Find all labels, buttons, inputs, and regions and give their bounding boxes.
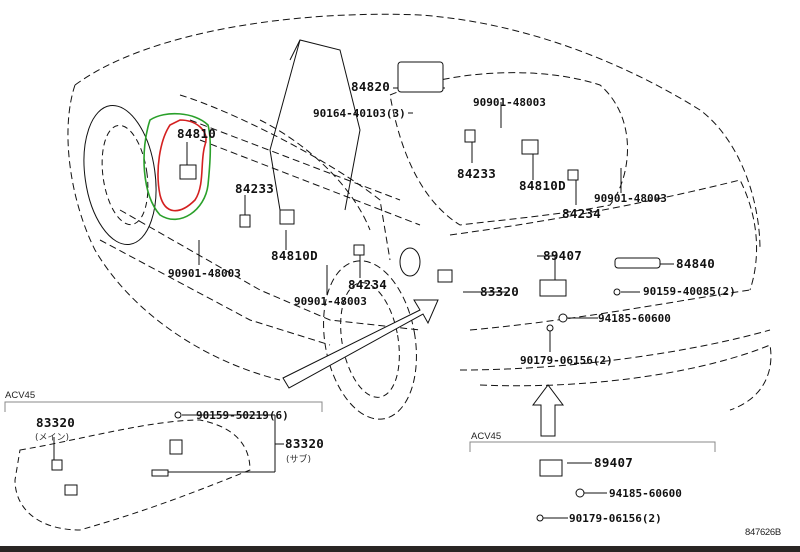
fuel-tank-outline (14, 419, 251, 531)
switch-84810D-b (521, 139, 539, 155)
car-roof-outline (74, 13, 761, 251)
height-sensor-89407 (539, 279, 567, 297)
switch-84810 (179, 164, 197, 180)
label-84234-front: 84234 (348, 277, 388, 292)
bumper-base (479, 344, 772, 411)
label-83320-main: 83320 (36, 415, 76, 430)
label-90164-40103: 90164-40103(3) (313, 107, 406, 120)
door-front (179, 94, 391, 261)
label-89407-inset: 89407 (594, 455, 634, 470)
label-84840: 84840 (676, 256, 716, 271)
front-wheel-outer (83, 105, 157, 245)
inset-right-section: ACV45 (471, 431, 502, 442)
sensor-84233-a (239, 214, 251, 228)
bolt-90159-40085 (613, 288, 621, 296)
dash-line-2 (199, 139, 421, 226)
pump-sub-base (151, 469, 169, 477)
arrow-side (282, 299, 439, 389)
label-84810D-front: 84810D (271, 248, 318, 263)
label-83320-sub-note: (サブ) (286, 455, 312, 465)
screw-90159-50219 (174, 411, 182, 419)
handle-84840 (614, 257, 661, 269)
label-90159-40085: 90159-40085(2) (643, 285, 736, 298)
pillar-b (289, 39, 361, 211)
fuel-pump-83320 (437, 269, 453, 283)
bolt-90179 (546, 324, 554, 332)
label-94185-60600-inset: 94185-60600 (609, 487, 682, 500)
bolt-90179-inset (536, 514, 544, 522)
label-83320-sub: 83320 (285, 436, 325, 451)
car-side-lower (99, 239, 331, 346)
nut-94185-inset (575, 488, 585, 498)
label-90901-48003-front: 90901-48003 (168, 267, 241, 280)
label-90901-48003-mid: 90901-48003 (294, 295, 367, 308)
label-84234-rear: 84234 (562, 206, 602, 221)
door-rear (259, 119, 371, 231)
nut-94185 (558, 313, 568, 323)
label-84233-front: 84233 (235, 181, 275, 196)
pump-main (51, 459, 63, 471)
red-highlight-loop (157, 119, 207, 212)
switch-84810D-a (279, 209, 295, 225)
label-90901-48003-rear: 90901-48003 (594, 192, 667, 205)
dash-line (189, 119, 401, 201)
fuel-door (399, 247, 421, 277)
pump-sub (169, 439, 183, 455)
bottom-bar (0, 546, 800, 552)
label-84810: 84810 (177, 126, 217, 141)
rear-bumper-top (469, 289, 751, 331)
label-89407: 89407 (543, 248, 583, 263)
rear-wheel-inner (340, 282, 400, 398)
inset-left-bracket (4, 401, 323, 412)
label-90159-50219: 90159-50219(6) (196, 409, 289, 422)
figure-code: 847626B (745, 527, 781, 538)
label-90179-06156-inset: 90179-06156(2) (569, 512, 662, 525)
inset-left-section: ACV45 (5, 390, 36, 401)
rear-bumper-low (459, 329, 771, 371)
label-90901-48003-top: 90901-48003 (473, 96, 546, 109)
label-84820: 84820 (351, 79, 391, 94)
green-highlight-loop (143, 112, 212, 221)
car-body-left (67, 84, 281, 381)
pillar-c (269, 39, 301, 211)
sensor-84234-a (353, 244, 365, 256)
trunk-lid (449, 179, 757, 291)
label-94185-60600: 94185-60600 (598, 312, 671, 325)
sensor-84234-b (567, 169, 579, 181)
rear-window (389, 72, 628, 226)
sensor-89407-inset (539, 459, 563, 477)
label-84810D-rear: 84810D (519, 178, 566, 193)
front-wheel-inner (101, 124, 149, 226)
label-90179-06156: 90179-06156(2) (520, 354, 613, 367)
car-side-sill (119, 209, 421, 331)
sensor-84233-b (464, 129, 476, 143)
pump-main-filter (64, 484, 78, 496)
switch-84820 (397, 61, 444, 93)
rear-wheel-outer (323, 260, 417, 420)
label-83320-main-note: (メイン) (35, 433, 70, 443)
inset-right-bracket (469, 441, 716, 452)
arrow-up (532, 384, 564, 437)
label-83320: 83320 (480, 284, 520, 299)
label-84233-rear: 84233 (457, 166, 497, 181)
